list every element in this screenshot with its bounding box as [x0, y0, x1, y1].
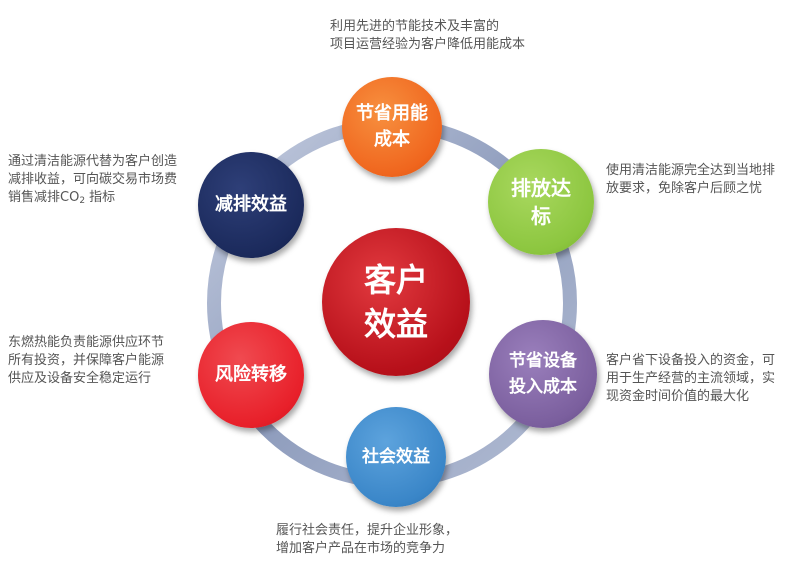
description-top-line1: 利用先进的节能技术及丰富的 [330, 19, 500, 34]
node-emission-standard: 排放达 标 [488, 149, 594, 255]
description-left-top-line3-b: 指标 [85, 190, 116, 205]
description-left-bottom: 东燃热能负责能源供应环节 所有投资，并保障客户能源 供应及设备安全稳定运行 [8, 334, 164, 388]
node-equipment-line2: 投入成本 [509, 377, 577, 397]
description-right-bottom: 客户省下设备投入的资金，可 用于生产经营的主流领域，实 现资金时间价值的最大化 [606, 352, 775, 406]
node-risk-transfer: 风险转移 [198, 322, 304, 428]
description-left-bottom-line1: 东燃热能负责能源供应环节 [8, 335, 165, 350]
description-right-top-line2: 放要求，免除客户后顾之忧 [606, 181, 763, 196]
node-carbon-line1: 减排效益 [215, 194, 287, 215]
co2-subscript: 2 [79, 196, 86, 206]
description-right-bottom-line2: 用于生产经营的主流领域，实 [606, 371, 776, 386]
node-carbon-benefit: 减排效益 [198, 152, 304, 258]
node-energy-cost-line1: 节省用能 [356, 103, 428, 124]
node-risk-line1: 风险转移 [215, 364, 287, 385]
description-left-bottom-line3: 供应及设备安全稳定运行 [8, 371, 152, 386]
description-left-top-line3-a: 销售减排CO [8, 190, 80, 205]
node-equipment-cost: 节省设备 投入成本 [489, 320, 597, 428]
description-right-top: 使用清洁能源完全达到当地排 放要求，免除客户后顾之忧 [606, 162, 775, 198]
description-right-bottom-line1: 客户省下设备投入的资金，可 [606, 353, 776, 368]
node-energy-cost-line2: 成本 [374, 129, 410, 150]
description-left-top: 通过清洁能源代替为客户创造 减排收益，可向碳交易市场费 销售减排CO2 指标 [8, 153, 177, 210]
description-left-top-line3: 销售减排CO2 指标 [8, 189, 177, 210]
description-left-top-line2: 减排收益，可向碳交易市场费 [8, 172, 178, 187]
description-top: 利用先进的节能技术及丰富的 项目运营经验为客户降低用能成本 [330, 18, 525, 54]
node-emission-line1: 排放达 [511, 176, 571, 200]
description-left-top-line1: 通过清洁能源代替为客户创造 [8, 154, 178, 169]
node-energy-cost: 节省用能 成本 [342, 77, 442, 177]
description-bottom-line1: 履行社会责任，提升企业形象， [276, 523, 459, 538]
node-emission-line2: 标 [531, 204, 551, 228]
center-circle-customer-benefit: 客户 效益 [322, 228, 470, 376]
description-right-bottom-line3: 现资金时间价值的最大化 [606, 389, 750, 404]
description-left-bottom-line2: 所有投资，并保障客户能源 [8, 353, 165, 368]
description-top-line2: 项目运营经验为客户降低用能成本 [330, 37, 526, 52]
node-equipment-line1: 节省设备 [509, 351, 577, 371]
center-label-line1: 客户 [363, 261, 428, 299]
description-bottom-line2: 增加客户产品在市场的竞争力 [276, 541, 446, 556]
node-social-line1: 社会效益 [362, 447, 430, 467]
description-right-top-line1: 使用清洁能源完全达到当地排 [606, 163, 776, 178]
node-social-benefit: 社会效益 [346, 407, 446, 507]
center-label-line2: 效益 [363, 305, 428, 343]
description-bottom: 履行社会责任，提升企业形象， 增加客户产品在市场的竞争力 [276, 522, 458, 558]
